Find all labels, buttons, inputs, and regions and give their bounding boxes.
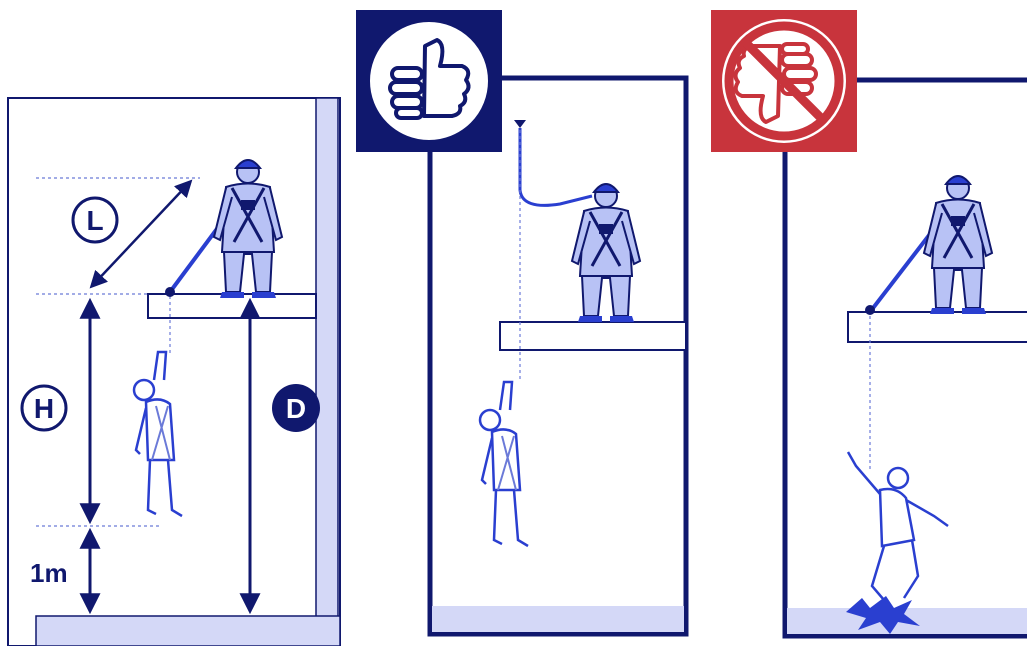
wall <box>316 98 338 618</box>
margin-label: 1m <box>30 558 68 588</box>
ground <box>432 606 684 632</box>
clearance-label: D <box>286 393 306 424</box>
length-label: L <box>86 205 103 236</box>
correct-panel <box>356 10 686 634</box>
incorrect-panel <box>711 10 1027 636</box>
platform <box>848 312 1027 342</box>
height-label: H <box>34 393 54 424</box>
anchor-point <box>865 305 875 315</box>
ground <box>36 616 340 646</box>
clearance-panel: L H D 1m <box>8 98 340 646</box>
panel-frame <box>785 80 1027 636</box>
anchor-point <box>165 287 175 297</box>
platform <box>500 322 686 350</box>
panel-frame <box>430 78 686 634</box>
